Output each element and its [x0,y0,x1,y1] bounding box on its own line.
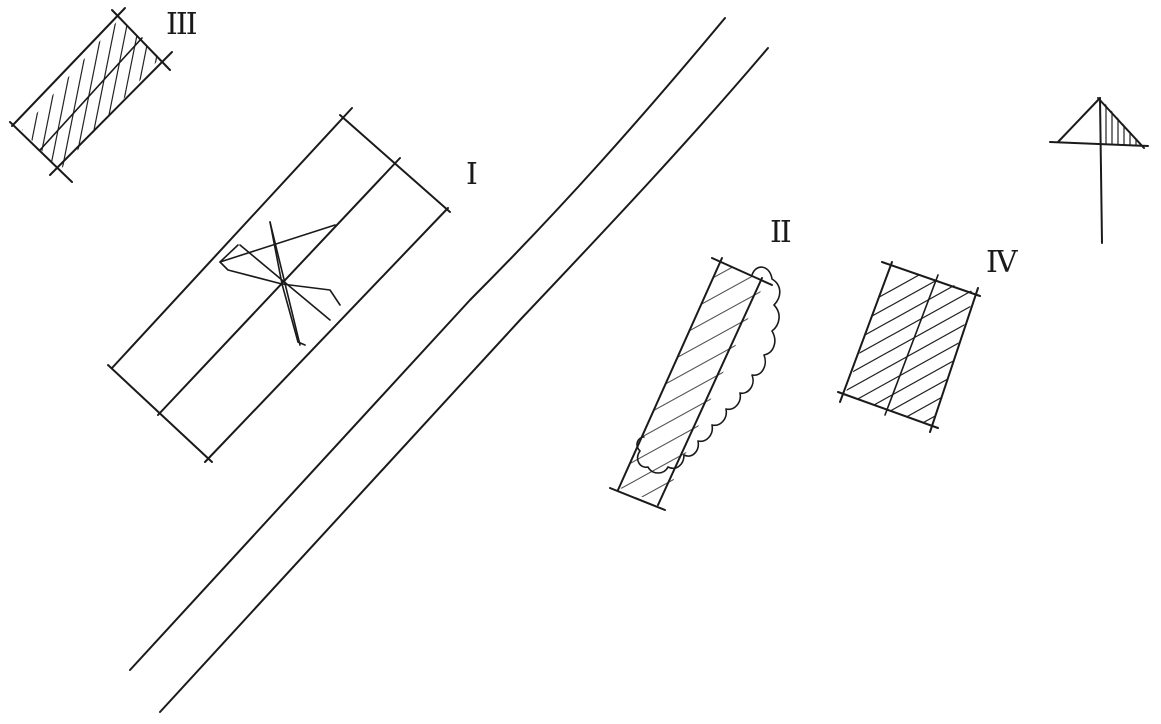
building-iii-hatching [22,18,160,170]
building-i-label: I [466,157,477,192]
building-iii [9,7,173,183]
hedge-outline [636,266,781,474]
road [129,17,769,713]
building-iii-label: III [166,7,197,42]
road-edge-left [129,17,726,671]
road-edge-right [159,47,769,713]
cross-symbol [219,221,341,346]
building-iv [837,261,981,433]
north-arrow-icon [1049,97,1149,244]
building-iv-hatching [845,265,975,425]
building-i [107,107,451,463]
building-ii-label: II [770,215,791,250]
building-iv-label: IV [986,245,1019,280]
